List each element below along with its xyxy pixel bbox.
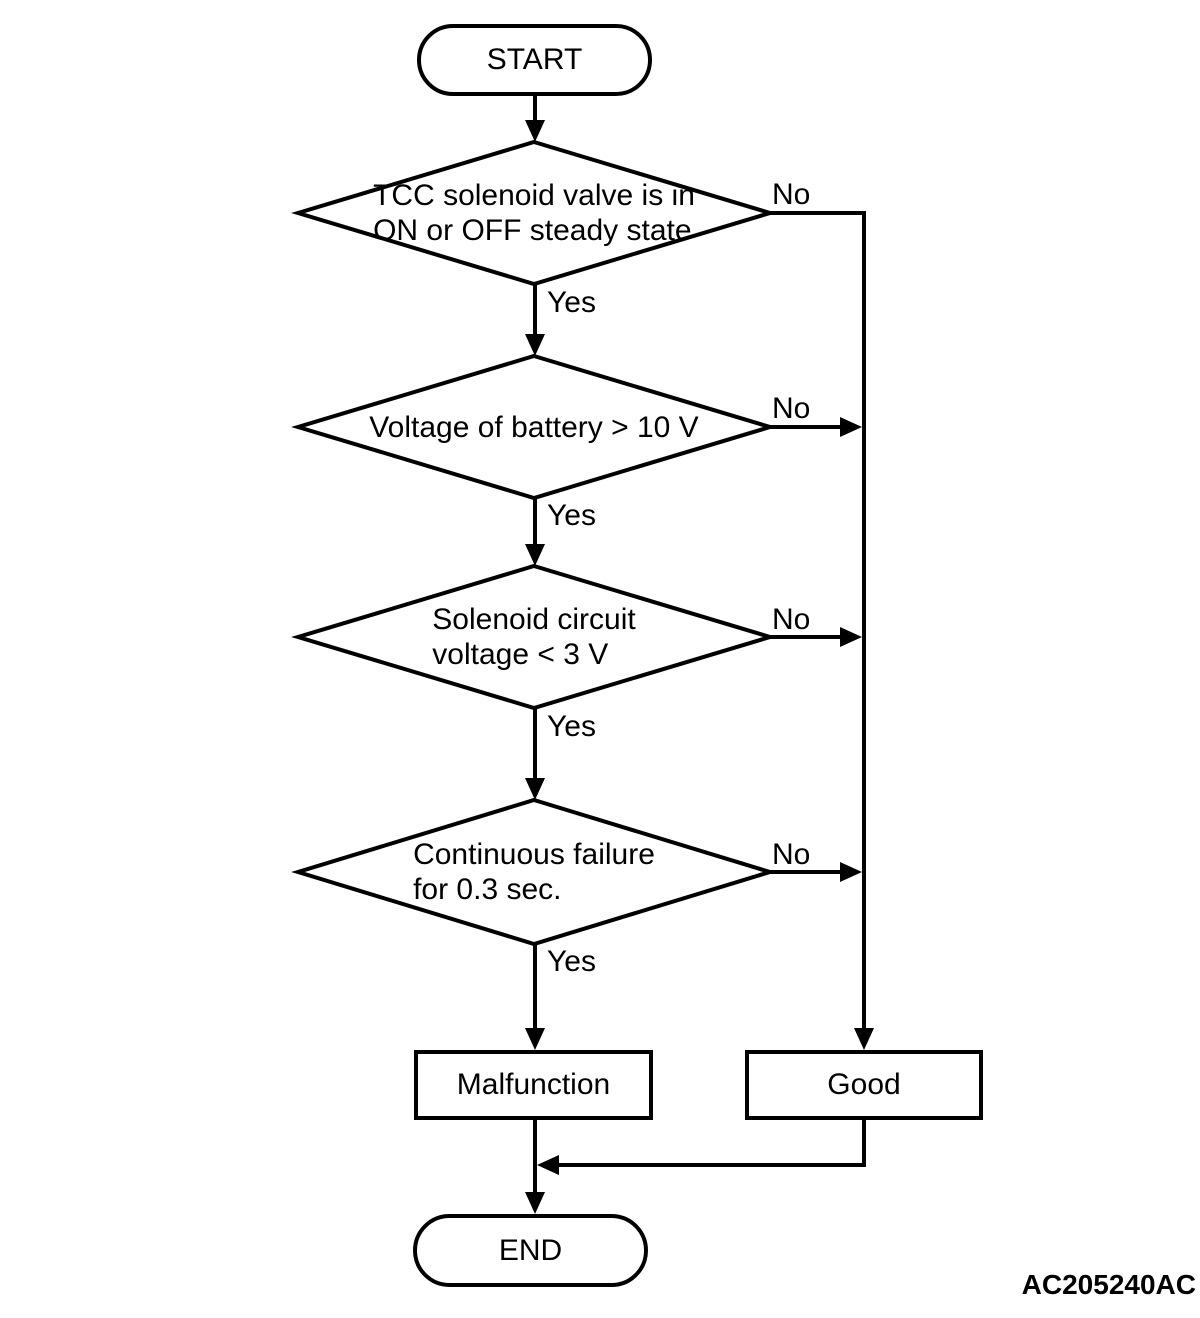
decision1-diamond: [291, 139, 777, 287]
arrowhead-into-end: [525, 1192, 545, 1214]
decision1-no-label: No: [772, 178, 811, 211]
edge-decision1-no-trunk: [770, 211, 866, 1032]
decision2-diamond: [291, 353, 777, 501]
edge-good-to-junction: [557, 1120, 866, 1167]
arrowhead-junction-left: [537, 1155, 559, 1175]
arrowhead-into-good: [854, 1028, 874, 1050]
start-label: START: [486, 43, 583, 76]
arrowhead-no3-trunk: [840, 627, 862, 647]
arrowhead-into-decision3: [525, 544, 545, 566]
end-label: END: [498, 1233, 563, 1267]
malfunction-label: Malfunction: [456, 1068, 611, 1101]
decision3-yes-label: Yes: [547, 710, 596, 743]
decision4-no-label: No: [772, 838, 811, 871]
arrowhead-into-decision4: [525, 778, 545, 800]
figure-code: AC205240AC: [1021, 1269, 1196, 1300]
arrowhead-into-malfunction: [525, 1028, 545, 1050]
arrowhead-no2-trunk: [840, 417, 862, 437]
decision1-yes-label: Yes: [547, 286, 596, 319]
decision2-yes-label: Yes: [547, 499, 596, 532]
decision3-diamond: [291, 563, 777, 711]
arrowhead-no4-trunk: [840, 862, 862, 882]
start-node: START: [417, 24, 652, 96]
good-node: Good: [745, 1050, 983, 1120]
decision3-no-label: No: [772, 603, 811, 636]
decision4-yes-label: Yes: [547, 945, 596, 978]
arrowhead-into-decision2: [525, 334, 545, 356]
decision2-no-label: No: [772, 392, 811, 425]
decision4-diamond: [291, 797, 777, 947]
good-label: Good: [827, 1068, 901, 1101]
malfunction-node: Malfunction: [414, 1050, 653, 1120]
end-node: END: [413, 1214, 648, 1287]
arrowhead-into-decision1: [525, 120, 545, 142]
